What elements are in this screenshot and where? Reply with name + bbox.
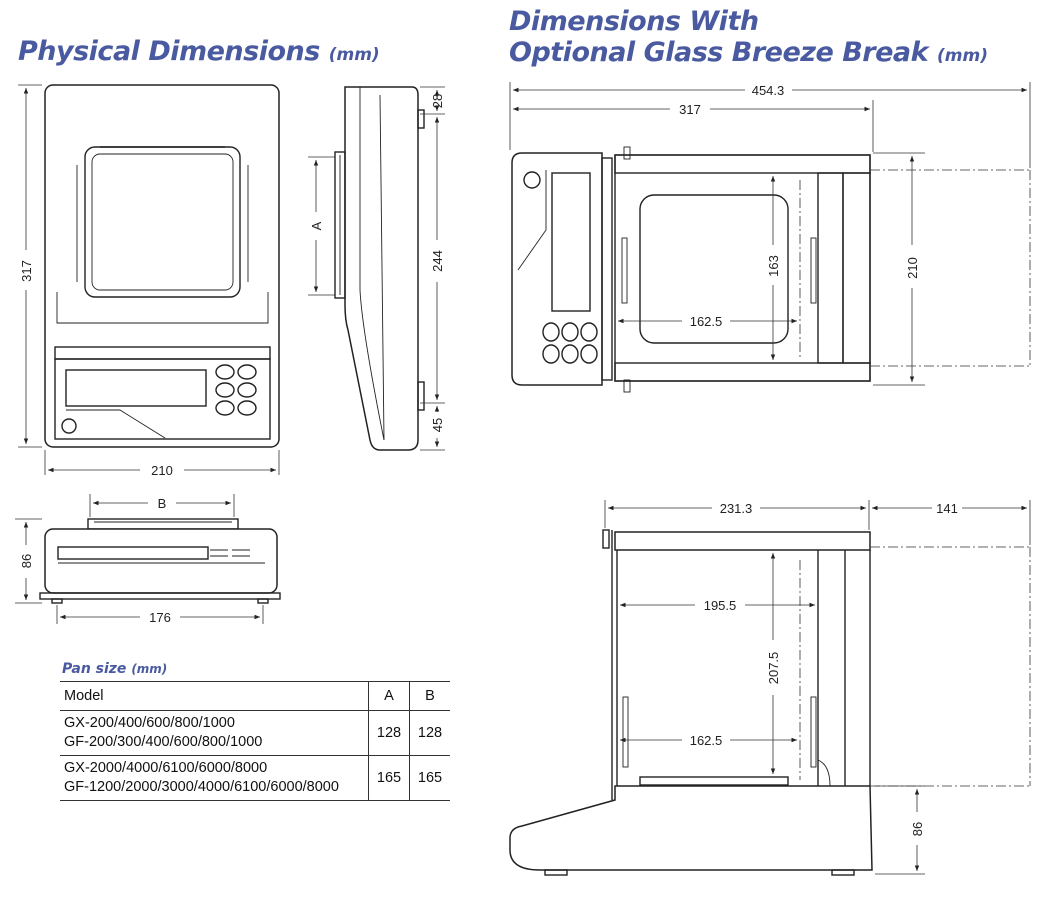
dim-pan-b: B <box>158 496 167 511</box>
dim-breeze-inner-depth-side: 195.5 <box>704 598 737 613</box>
dim-breeze-base-length: 317 <box>679 102 701 117</box>
header-model: Model <box>60 681 369 711</box>
dim-side-height: 244 <box>430 250 445 272</box>
pan-a-value: 165 <box>368 755 410 801</box>
dim-side-bottom-offset: 45 <box>430 418 445 432</box>
front-keypad <box>210 549 250 557</box>
model-cell: GX-200/400/600/800/1000 GF-200/300/400/6… <box>60 710 369 756</box>
model-name: GX-200/400/600/800/1000 <box>64 715 235 731</box>
dim-breeze-depth: 210 <box>905 257 920 279</box>
model-name: GF-1200/2000/3000/4000/6100/6000/8000 <box>64 779 339 795</box>
title-right-text-1: Dimensions With <box>509 6 759 37</box>
dim-breeze-door-clearance: 141 <box>936 501 958 516</box>
dim-top-height: 317 <box>19 260 34 282</box>
model-name: GX-2000/4000/6100/6000/8000 <box>64 760 268 776</box>
model-name: GF-200/300/400/600/800/1000 <box>64 734 263 750</box>
breeze-keypad <box>542 322 598 364</box>
physical-dimensions-title: Physical Dimensions (mm) <box>18 37 380 70</box>
dim-top-width: 210 <box>151 463 173 478</box>
dim-front-foot-span: 176 <box>149 610 171 625</box>
top-view-drawing: 317 210 <box>18 84 280 478</box>
header-a: A <box>368 681 410 711</box>
pan-b-value: 128 <box>409 710 450 756</box>
pan-size-caption: Pan size (mm) <box>62 661 167 677</box>
dim-breeze-inner-height: 207.5 <box>766 652 781 685</box>
keypad-buttons <box>215 364 257 416</box>
dim-pan-a: A <box>309 221 324 230</box>
title-left-unit: (mm) <box>328 45 380 65</box>
breeze-break-title-line2: Optional Glass Breeze Break (mm) <box>509 38 988 71</box>
model-cell: GX-2000/4000/6100/6000/8000 GF-1200/2000… <box>60 755 369 801</box>
dim-front-height: 86 <box>19 554 34 568</box>
table-row: GX-200/400/600/800/1000 GF-200/300/400/6… <box>60 710 450 756</box>
title-right-unit: (mm) <box>937 46 988 66</box>
table-row: GX-2000/4000/6100/6000/8000 GF-1200/2000… <box>60 755 450 801</box>
title-right-text-2: Optional Glass Breeze Break <box>509 37 929 68</box>
dim-breeze-base-height: 86 <box>910 822 925 836</box>
dim-breeze-side-depth: 231.3 <box>720 501 753 516</box>
pan-size-caption-text: Pan size <box>62 661 127 677</box>
table-header-row: Model A B <box>60 681 450 711</box>
breeze-top-view-drawing: 454.3 317 210 163 162.5 <box>509 82 1031 393</box>
header-b: B <box>409 681 450 711</box>
pan-a-value: 128 <box>368 710 410 756</box>
dim-breeze-overall-length: 454.3 <box>752 83 785 98</box>
pan-b-value: 165 <box>409 755 450 801</box>
pan-size-caption-unit: (mm) <box>131 662 168 676</box>
breeze-side-view-drawing: 231.3 141 195.5 207.5 162.5 86 <box>509 500 1031 876</box>
dim-breeze-inner-width: 162.5 <box>690 314 723 329</box>
dim-breeze-inner-depth: 163 <box>766 255 781 277</box>
dim-side-top-offset: 28 <box>430 94 445 108</box>
title-left-text: Physical Dimensions <box>18 36 320 67</box>
side-view-drawing: A 28 244 45 <box>308 86 445 451</box>
breeze-break-title-line1: Dimensions With <box>509 7 759 37</box>
front-view-drawing: B 86 176 <box>15 494 281 625</box>
pan-size-table: Model A B GX-200/400/600/800/1000 GF-200… <box>60 681 450 801</box>
dim-breeze-pan-width: 162.5 <box>690 733 723 748</box>
